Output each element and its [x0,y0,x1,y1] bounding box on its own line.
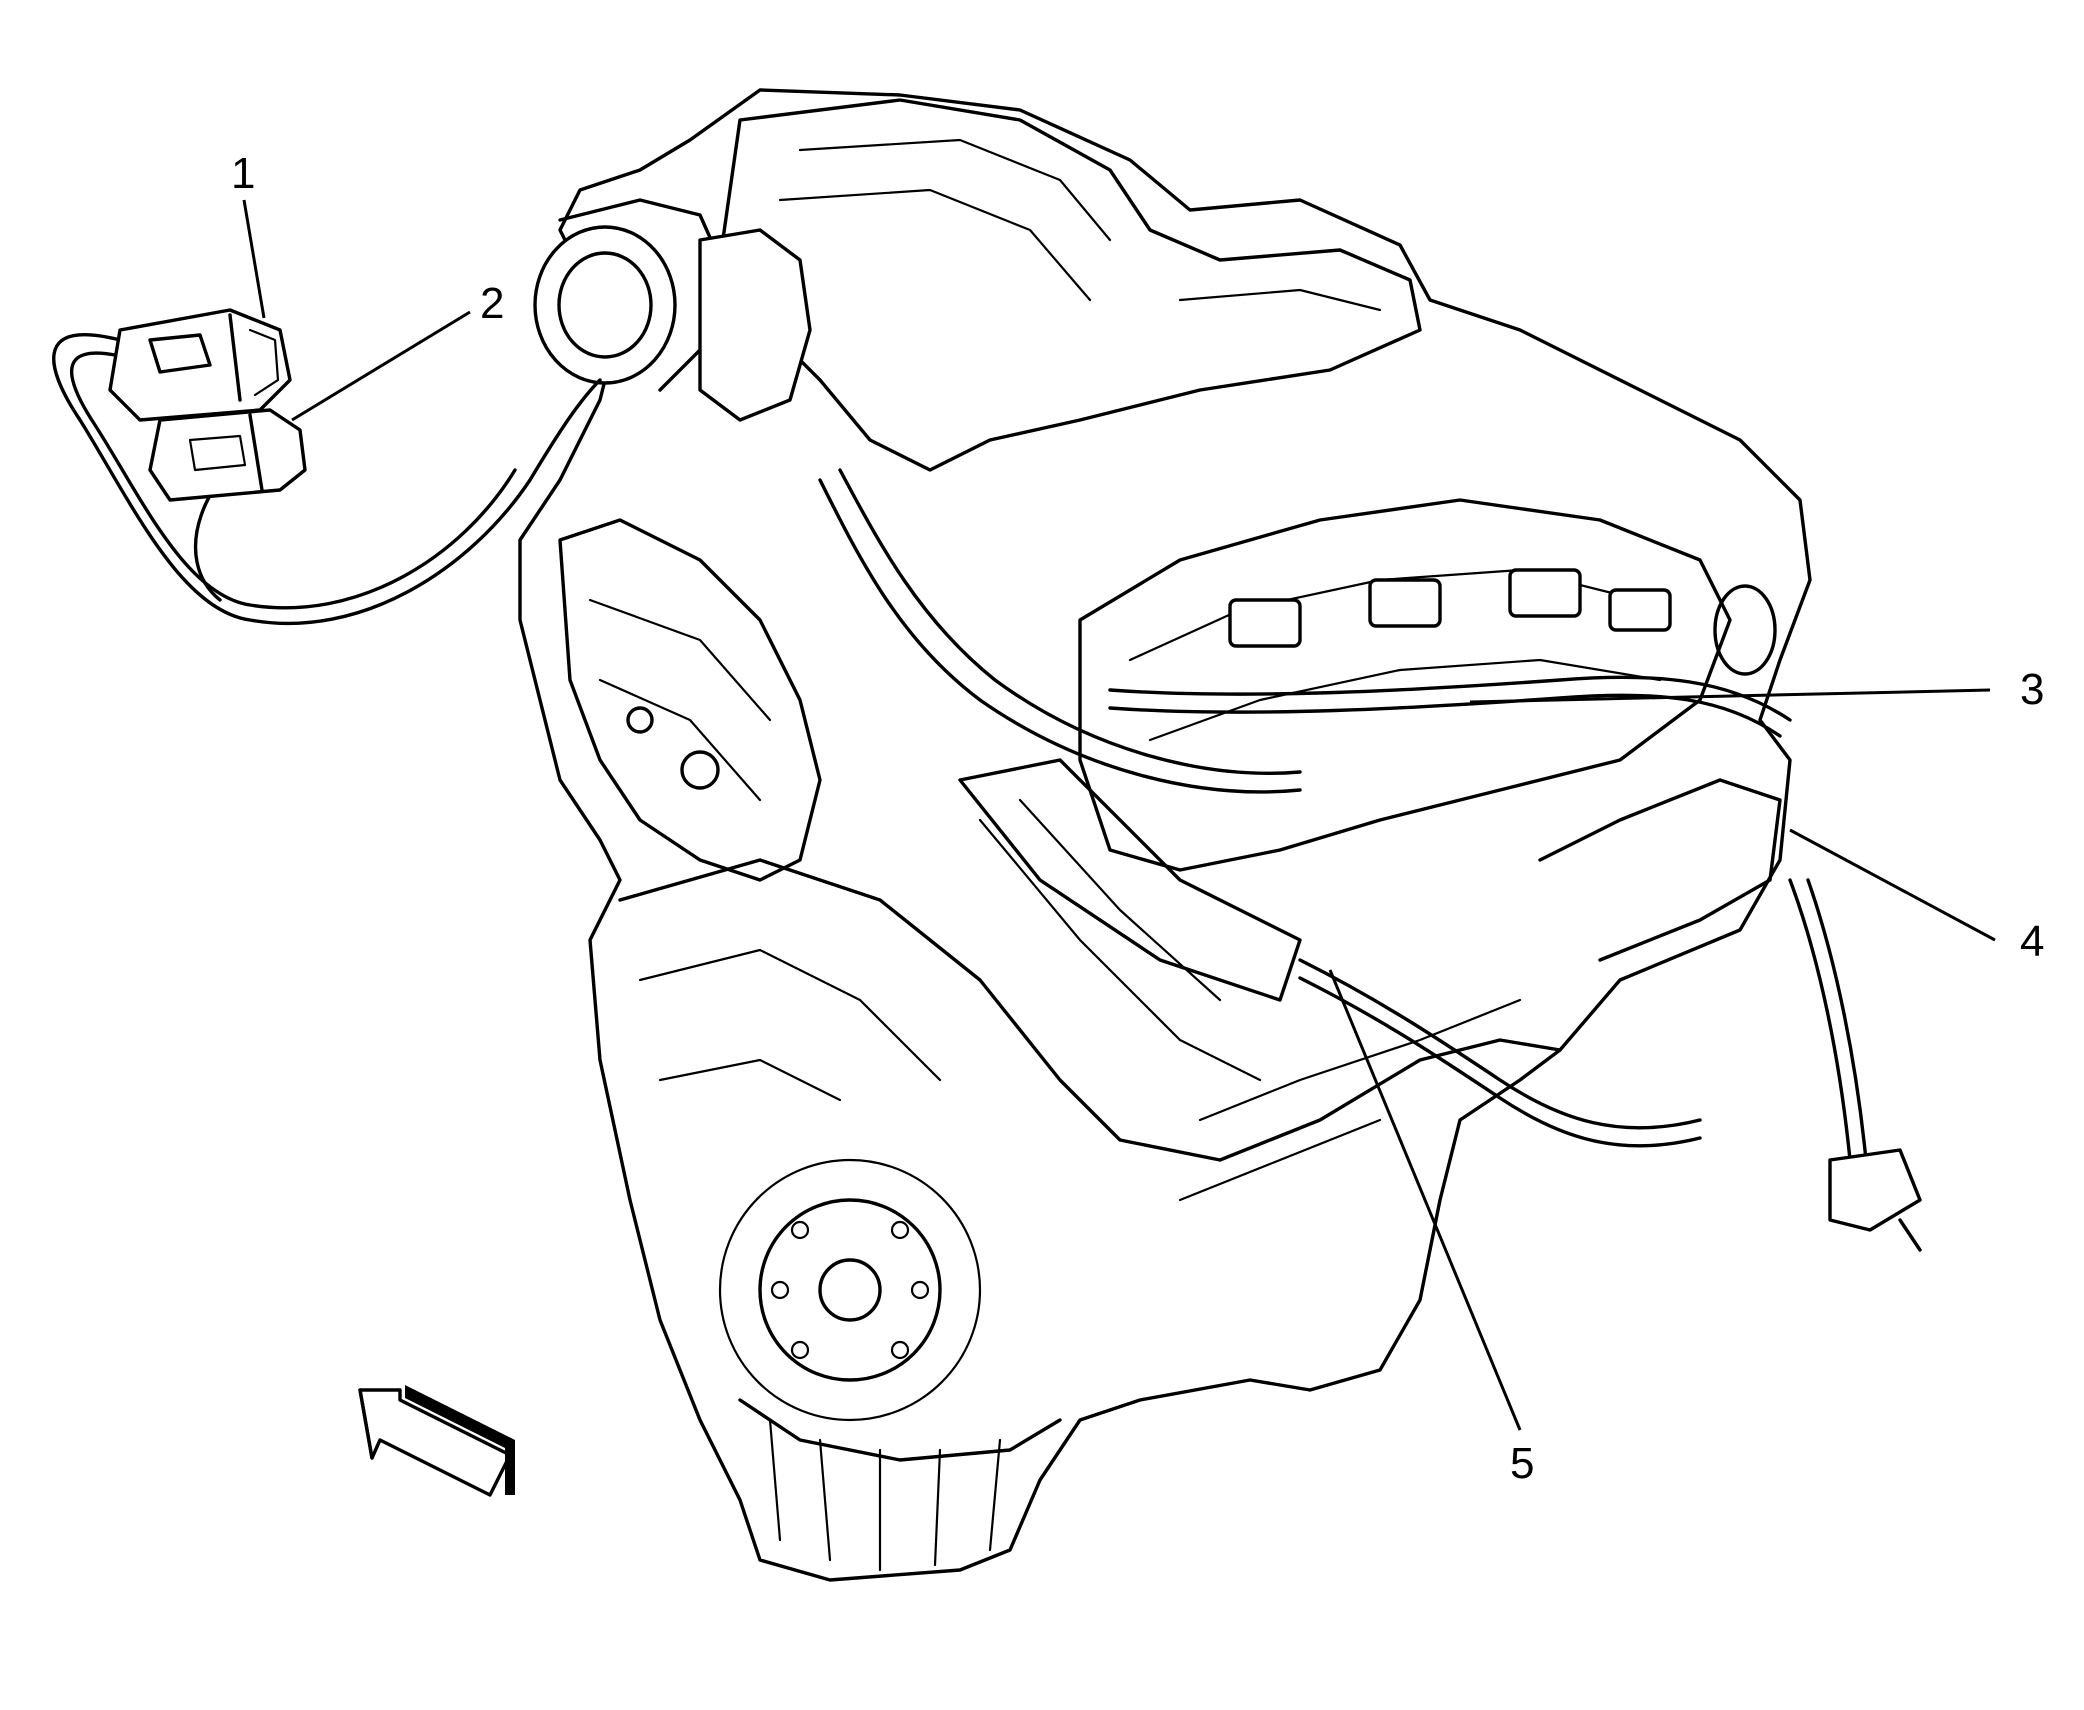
leader-5 [1328,969,1522,1431]
connector-4-end [1828,1148,1922,1232]
harness-5 [1298,958,1702,1130]
connector-2 [148,408,307,502]
valve-cover-right [1078,498,1732,872]
throttle-body-flange [533,225,677,385]
callout-4: 4 [2020,917,2044,966]
harness-3 [1108,675,1792,722]
wiring-harness [52,333,1922,1252]
oil-pan [738,1398,1062,1462]
front-cover [558,518,822,882]
intake-plenum [718,98,1422,472]
callout-5: 5 [1510,1439,1534,1488]
lower-block [618,858,1562,1162]
leader-2 [291,310,471,422]
callout-1: 1 [231,149,255,198]
leader-4 [1789,828,1996,942]
callout-labels: 1 2 3 4 5 [231,149,2044,1488]
callout-2: 2 [480,279,504,328]
engine-assembly [518,88,1812,1582]
throttle-actuator [698,228,812,422]
crankshaft-flange [758,1198,942,1382]
harness-4 [1788,878,1852,1162]
callout-leaders [242,199,1996,1431]
connector-1 [108,308,292,422]
leader-1 [242,199,266,319]
view-direction-arrow-icon [358,1385,515,1497]
harness-loop-left [52,333,602,626]
leader-3 [1469,688,1991,704]
callout-3: 3 [2020,665,2044,714]
